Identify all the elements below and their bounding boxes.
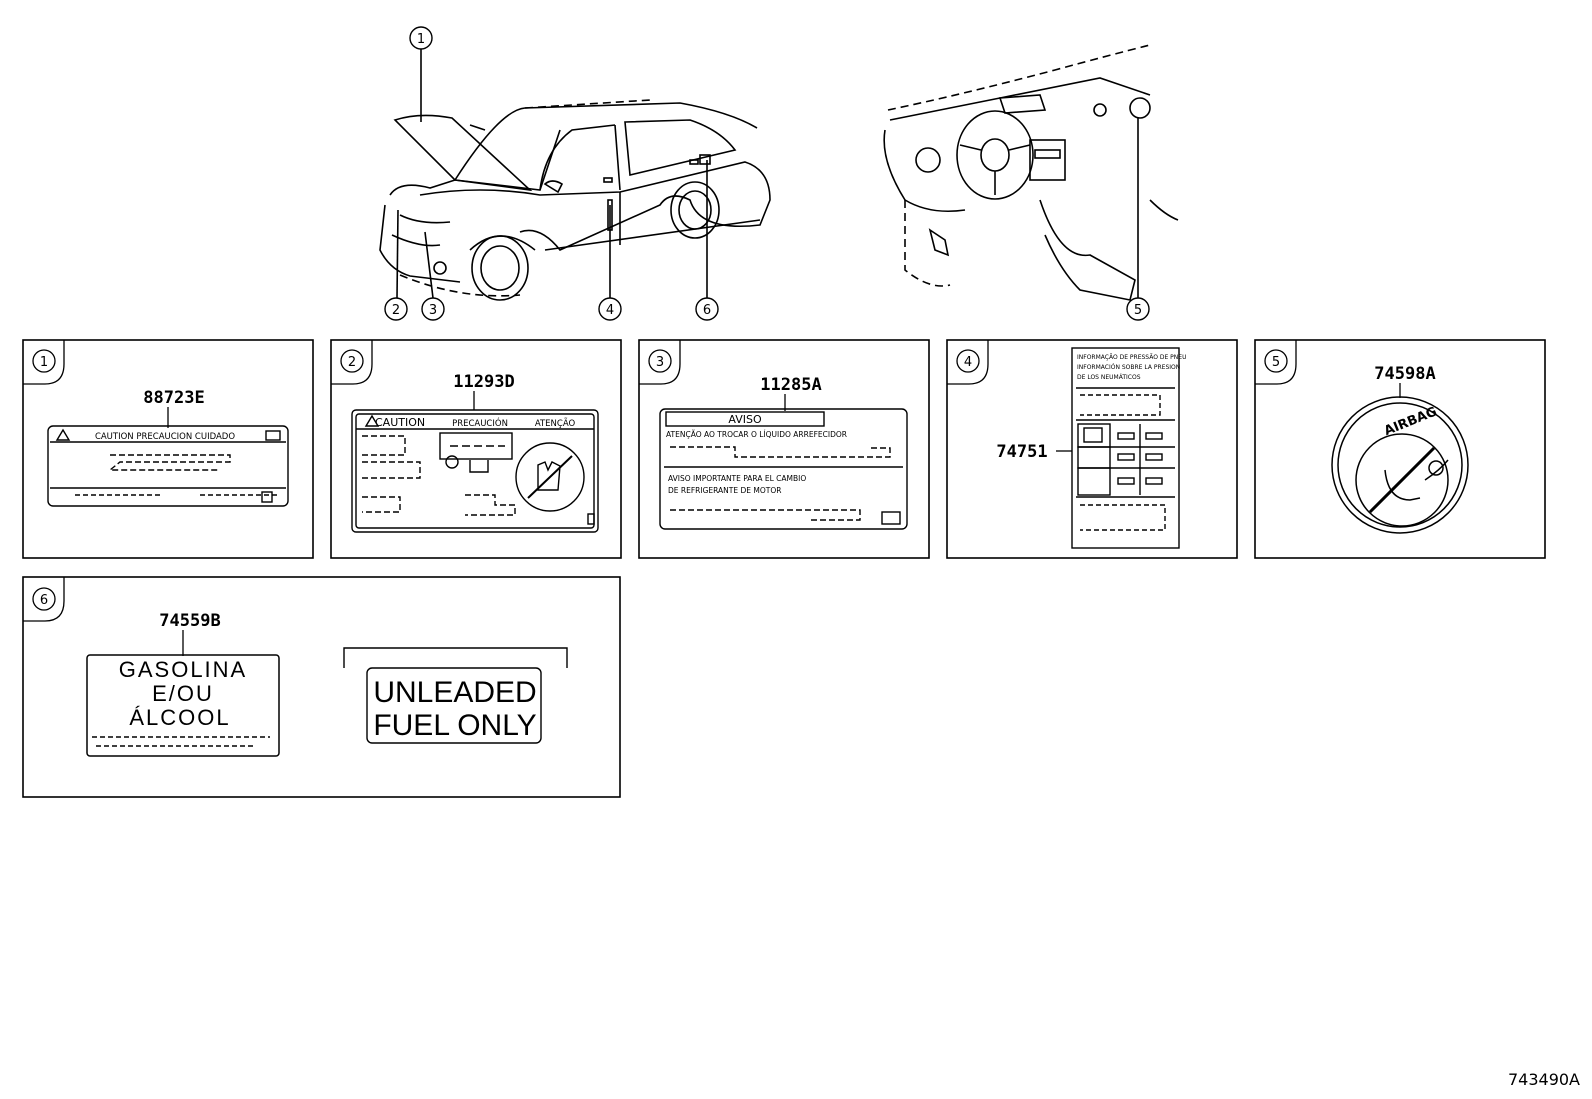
- aviso-label: [659, 408, 908, 530]
- panel-index: 1: [40, 355, 48, 370]
- panel-4: 4 74751 INFORMAÇÃO DE PRESSÃO DE PNEU IN: [946, 339, 1238, 559]
- caution-label: [47, 425, 289, 507]
- callout-5: 5: [1126, 297, 1150, 321]
- part-number: 88723E: [143, 388, 204, 408]
- svg-text:1: 1: [417, 32, 425, 47]
- airbag-text: AIRBAG: [1382, 404, 1439, 439]
- alt-label-bracket: [343, 647, 568, 744]
- callout-2: 2: [384, 297, 408, 321]
- panel-5: 5 74598A AIRBAG: [1254, 339, 1546, 559]
- label-line1: ATENÇÃO AO TROCAR O LÍQUIDO ARREFECIDOR: [666, 430, 847, 439]
- part-number: 74751: [996, 442, 1047, 462]
- svg-text:2: 2: [392, 303, 400, 318]
- tire-pressure-label: [1071, 347, 1180, 549]
- part-number: 11285A: [760, 375, 821, 395]
- panel-index: 2: [348, 355, 356, 370]
- callout-1: 1: [409, 26, 433, 50]
- label-atencao: ATENÇÃO: [535, 418, 576, 429]
- label-title: AVISO: [728, 413, 762, 426]
- fuel-label: [86, 654, 280, 757]
- coolant-caution-label: [351, 409, 599, 533]
- svg-text:3: 3: [429, 303, 437, 318]
- callout-4: 4: [598, 297, 622, 321]
- svg-text:6: 6: [703, 303, 711, 318]
- panel-index: 5: [1272, 355, 1280, 370]
- fuel-label-line3: ÁLCOOL: [129, 705, 230, 730]
- panel-index: 4: [964, 355, 972, 370]
- label-caution: CAUTION: [375, 416, 425, 429]
- label-line3: DE LOS NEUMÁTICOS: [1077, 374, 1141, 381]
- part-number: 74598A: [1374, 364, 1435, 384]
- part-number: 11293D: [453, 372, 514, 392]
- label-line2: AVISO IMPORTANTE PARA EL CAMBIO: [668, 474, 806, 483]
- panel-3: 3 11285A AVISO ATENÇÃO AO TROCAR O LÍQUI…: [638, 339, 930, 559]
- fuel-label-line2: E/OU: [152, 681, 214, 706]
- alt-label-line2: FUEL ONLY: [373, 709, 536, 742]
- panel-6: 6 74559B GASOLINA E/OU ÁLCOOL UNLEADED F…: [22, 576, 621, 798]
- label-line2: INFORMACIÓN SOBRE LA PRESION: [1077, 364, 1180, 371]
- label-precaucion: PRECAUCIÓN: [452, 417, 508, 429]
- dashboard-illustration: [883, 44, 1179, 301]
- label-line3: DE REFRIGERANTE DE MOTOR: [668, 486, 781, 495]
- alt-label-line1: UNLEADED: [373, 676, 536, 709]
- panel-2: 2 11293D CAUTION PRECAUCIÓN ATENÇÃO: [330, 339, 622, 559]
- airbag-label: [1331, 396, 1469, 534]
- panel-index: 6: [40, 593, 48, 608]
- callout-3: 3: [421, 297, 445, 321]
- callout-markers: 1 2 3 4 6 5: [384, 26, 1150, 321]
- svg-text:4: 4: [606, 303, 614, 318]
- car-illustration: [379, 48, 771, 301]
- fuel-label-line1: GASOLINA: [119, 657, 247, 682]
- callout-6: 6: [695, 297, 719, 321]
- label-line1: INFORMAÇÃO DE PRESSÃO DE PNEU: [1077, 354, 1186, 361]
- part-number: 74559B: [159, 611, 220, 631]
- panel-1: 1 88723E CAUTION PRECAUCION CUIDADO: [22, 339, 314, 559]
- diagram-code: 743490A: [1507, 1070, 1580, 1089]
- caution-label-text: CAUTION PRECAUCION CUIDADO: [95, 432, 235, 442]
- svg-text:5: 5: [1134, 303, 1142, 318]
- panel-index: 3: [656, 355, 664, 370]
